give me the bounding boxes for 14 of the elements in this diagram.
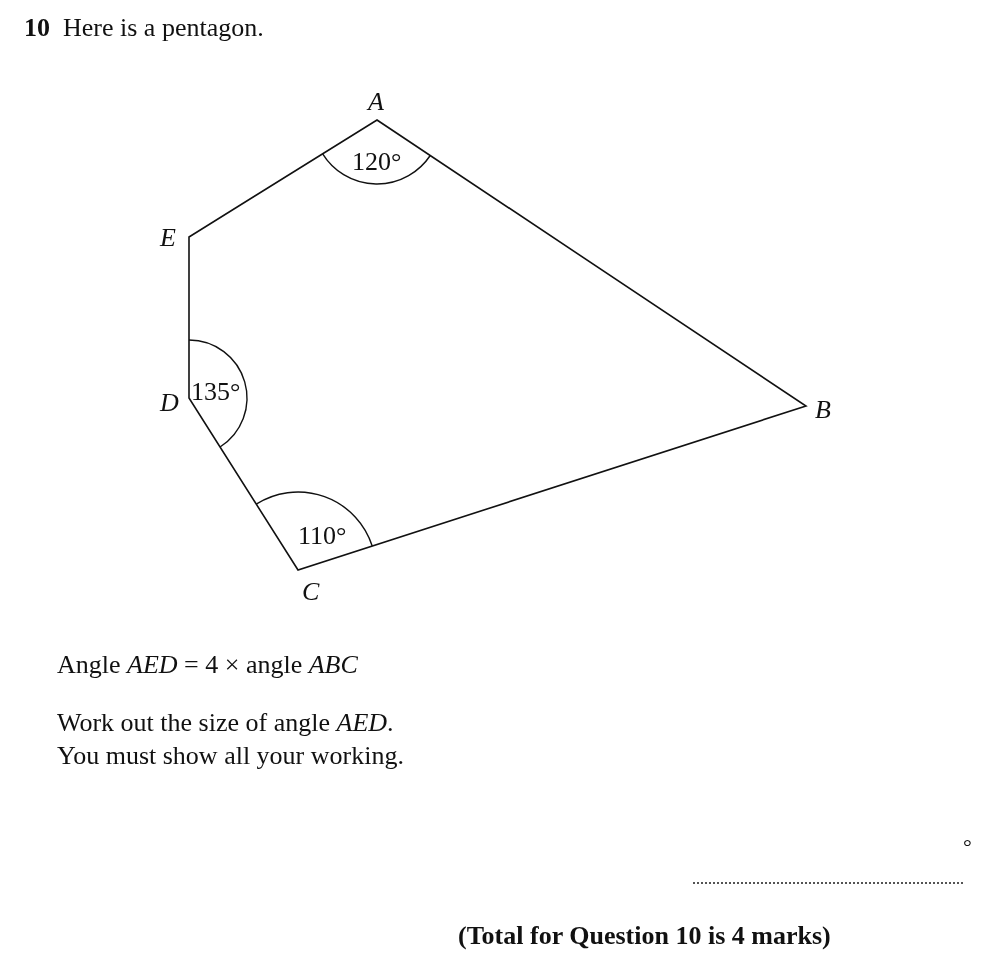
vertex-label: C <box>302 578 320 607</box>
vertex-label: E <box>160 224 176 253</box>
instruction-text: You must show all your working. <box>57 742 404 771</box>
vertex-label: A <box>368 88 384 117</box>
angle-label: 110° <box>298 522 347 551</box>
degree-symbol: ° <box>963 835 972 860</box>
instruction-text: Work out the size of angle AED. <box>57 709 394 738</box>
angle-label: 120° <box>352 148 402 177</box>
equation-text: Angle AED = 4 × angle ABC <box>57 651 358 680</box>
angle-label: 135° <box>191 378 241 407</box>
marks-total: (Total for Question 10 is 4 marks) <box>458 922 831 951</box>
question-heading: 10 Here is a pentagon. <box>24 14 264 43</box>
vertex-label: B <box>815 396 831 425</box>
vertex-label: D <box>160 389 179 418</box>
